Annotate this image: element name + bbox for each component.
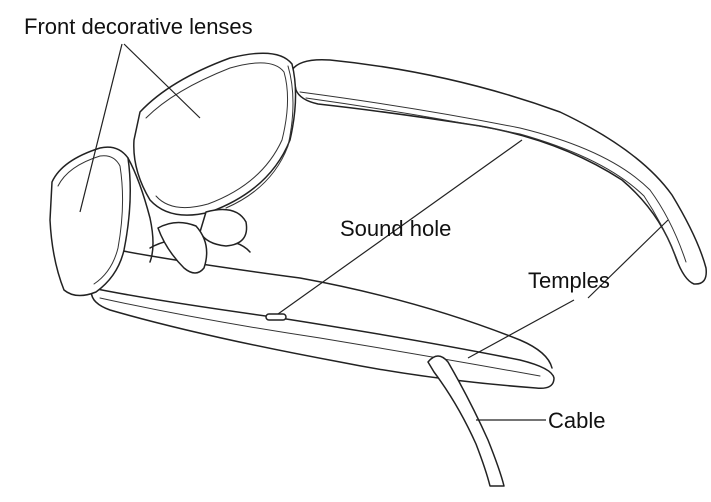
cable	[427, 355, 505, 487]
leader-lines	[79, 43, 669, 421]
leader-sound-hole	[277, 139, 523, 315]
leader-temple-lower	[467, 299, 575, 359]
leader-temple-upper	[587, 219, 669, 299]
nose-pads	[157, 208, 248, 274]
leader-front-lens-right	[123, 43, 201, 119]
label-sound-hole: Sound hole	[340, 216, 451, 241]
label-cable: Cable	[548, 408, 605, 433]
label-front-lenses: Front decorative lenses	[24, 14, 253, 39]
left-lens	[49, 146, 154, 297]
right-temple	[291, 58, 707, 285]
leader-front-lens-left	[79, 43, 123, 213]
label-temples: Temples	[528, 268, 610, 293]
frame-body	[90, 249, 555, 390]
sound-hole	[265, 313, 287, 321]
